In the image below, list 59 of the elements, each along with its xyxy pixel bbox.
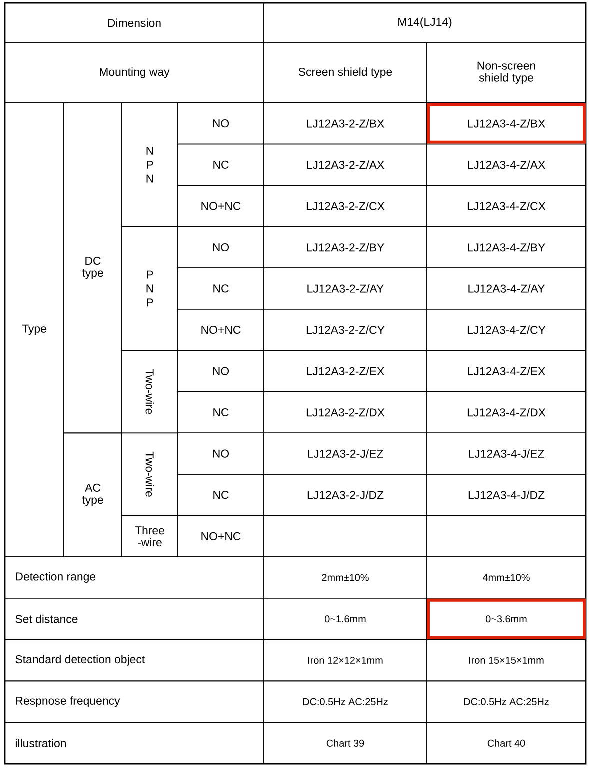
model-cell: LJ12A3-2-J/EZ [264, 432, 428, 475]
row-label: Standard detection object [4, 639, 264, 682]
row-label: AC type [64, 432, 122, 558]
row-label: NO+NC [178, 515, 264, 558]
model-cell: LJ12A3-2-Z/AY [264, 268, 428, 310]
model-cell: LJ12A3-2-Z/DX [264, 391, 428, 434]
row-label: NC [178, 474, 264, 516]
model-cell: LJ12A3-4-Z/EX [426, 350, 586, 392]
row-label: Two-wire [122, 432, 178, 516]
row-label: Type [4, 102, 64, 558]
row-label: NO+NC [178, 185, 264, 228]
label: Dimension [108, 18, 161, 28]
model-cell: LJ12A3-2-Z/BY [264, 226, 428, 269]
row-label: NPN [122, 102, 178, 228]
header-cell: Mounting way [4, 42, 264, 104]
model-cell: LJ12A3-4-Z/CX [426, 185, 586, 228]
value-cell: Iron 12×12×1mm [264, 639, 428, 682]
row-label: Set distance [4, 598, 264, 640]
row-label: NO+NC [178, 308, 264, 352]
row-label: NO [178, 432, 264, 475]
model-cell: LJ12A3-2-Z/EX [264, 350, 428, 392]
header-cell: M14(LJ14) [264, 2, 586, 44]
model-cell: LJ12A3-4-Z/CY [426, 308, 586, 352]
value-cell: 0~1.6mm [264, 598, 428, 640]
model-cell: LJ12A3-4-Z/BY [426, 226, 586, 269]
model-cell: LJ12A3-2-Z/BX [264, 102, 428, 145]
row-label: NO [178, 102, 264, 145]
row-label: Two-wire [122, 350, 178, 434]
value-cell: Chart 40 [426, 722, 586, 764]
row-label: Detection range [4, 556, 264, 599]
model-cell: LJ12A3-2-Z/CX [264, 185, 428, 228]
model-cell: LJ12A3-2-Z/CY [264, 308, 428, 352]
row-label: PNP [122, 226, 178, 351]
value-cell: DC:0.5Hz AC:25Hz [264, 680, 428, 723]
value-cell: 0~3.6mm [426, 598, 586, 640]
value-cell: DC:0.5Hz AC:25Hz [426, 680, 586, 723]
row-label: DC type [64, 102, 122, 434]
model-cell: LJ12A3-4-Z/AX [426, 144, 586, 186]
row-label: NC [178, 268, 264, 310]
model-cell: LJ12A3-4-J/DZ [426, 474, 586, 516]
model-cell: LJ12A3-2-Z/AX [264, 144, 428, 186]
row-label: NC [178, 391, 264, 434]
row-label: Respnose frequency [4, 680, 264, 723]
model-cell: LJ12A3-4-Z/DX [426, 391, 586, 434]
value-cell: 4mm±10% [426, 556, 586, 599]
row-label: Three -wire [122, 515, 178, 558]
row-label: NO [178, 350, 264, 392]
value-cell: 2mm±10% [264, 556, 428, 599]
model-cell: LJ12A3-4-J/EZ [426, 432, 586, 475]
row-label: NO [178, 226, 264, 269]
row-label: illustration [4, 722, 264, 764]
value-cell: Chart 39 [264, 722, 428, 764]
model-cell: LJ12A3-4-Z/AY [426, 268, 586, 310]
row-label: NC [178, 144, 264, 186]
header-cell: Non-screen shield type [426, 42, 586, 104]
header-cell: Screen shield type [264, 42, 428, 104]
value-cell: Iron 15×15×1mm [426, 639, 586, 682]
model-cell: LJ12A3-4-Z/BX [426, 102, 586, 145]
model-cell: LJ12A3-2-J/DZ [264, 474, 428, 516]
